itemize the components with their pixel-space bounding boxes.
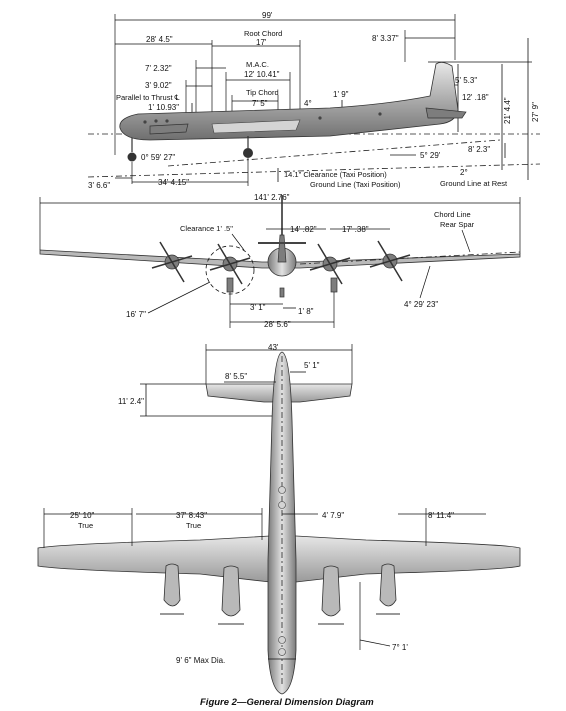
clearance-taxi-label: 14.1" Clearance (Taxi Position) bbox=[284, 170, 387, 179]
tip-chord-label: Tip Chord bbox=[246, 88, 279, 97]
dim-37-8-43: 37' 8.43" bbox=[176, 511, 207, 520]
top-turret-blisters bbox=[278, 486, 286, 656]
dim-7-2-32: 7' 2.32" bbox=[145, 64, 172, 73]
front-engine-4 bbox=[369, 240, 411, 282]
rear-spar-label: Rear Spar bbox=[440, 220, 475, 229]
front-nose-gear bbox=[279, 287, 285, 298]
dim-1-8: 1' 8" bbox=[298, 307, 314, 316]
dim-8-3-37: 8' 3.37" bbox=[372, 34, 399, 43]
mac-value: 12' 10.41" bbox=[244, 70, 280, 79]
dim-12-18: 12' .18" bbox=[462, 93, 489, 102]
angle-0-59-27: 0° 59' 27" bbox=[141, 153, 175, 162]
dim-5-5-3: 5' 5.3" bbox=[455, 76, 477, 85]
dim-21-4-4: 21' 4.4" bbox=[503, 97, 512, 124]
front-right-gear bbox=[330, 277, 338, 293]
angle-4: 4° bbox=[304, 99, 312, 108]
front-engine-3 bbox=[309, 243, 351, 285]
figure-caption: Figure 2—General Dimension Diagram bbox=[200, 697, 374, 708]
dim-11-2-4: 11' 2.4" bbox=[118, 397, 144, 406]
side-window-row bbox=[143, 112, 382, 124]
chord-leader bbox=[461, 229, 471, 253]
clearance-leader bbox=[231, 233, 245, 251]
dim-8-5-5: 8' 5.5" bbox=[225, 372, 247, 381]
side-wing-root bbox=[211, 119, 301, 134]
dim-28-4-5: 28' 4.5" bbox=[146, 35, 173, 44]
dim-8-2-3: 8' 2.3" bbox=[468, 145, 490, 154]
tread-text: 28' 5.6" bbox=[264, 320, 291, 329]
front-engine-1 bbox=[151, 241, 193, 283]
true-label-1: True bbox=[78, 521, 93, 530]
dim-8-11-4: 8' 11.4" bbox=[428, 511, 454, 520]
dim-1-9: 1' 9" bbox=[333, 90, 349, 99]
root-chord-label: Root Chord bbox=[244, 29, 282, 38]
dim-1-10-93: 1' 10.93" bbox=[148, 103, 179, 112]
top-nacelle-2 bbox=[221, 565, 241, 617]
front-engine-2 bbox=[209, 243, 251, 285]
dihedral-leader bbox=[419, 265, 431, 299]
front-fin bbox=[277, 234, 287, 263]
ground-taxi-label: Ground Line (Taxi Position) bbox=[310, 180, 401, 189]
mac-label: M.A.C. bbox=[246, 60, 269, 69]
taxi-ground-line bbox=[167, 139, 501, 167]
top-nacelle-3 bbox=[321, 565, 341, 617]
span-text: 141' 2.76" bbox=[254, 193, 290, 202]
top-nacelle-4 bbox=[379, 563, 397, 607]
nose-wheel bbox=[127, 152, 137, 162]
dim-14-82: 14' .82" bbox=[290, 225, 317, 234]
side-horizontal-stabilizer bbox=[425, 107, 467, 119]
dim-17-38: 17' .38" bbox=[342, 225, 369, 234]
clearance-label: Clearance 1' .5" bbox=[180, 224, 233, 233]
root-chord-value: 17' bbox=[256, 38, 267, 47]
top-prop-lines bbox=[160, 613, 400, 625]
dim-3-6-6: 3' 6.6" bbox=[88, 181, 110, 190]
dim-3-1: 3' 1" bbox=[250, 303, 266, 312]
dim-3-9-02: 3' 9.02" bbox=[145, 81, 172, 90]
top-fuselage bbox=[267, 351, 297, 695]
dim-25-10: 25' 10" bbox=[70, 511, 95, 520]
angle-5-29: 5° 29' bbox=[420, 151, 441, 160]
parallel-thrust-label: Parallel to Thrust ℄ bbox=[116, 93, 181, 102]
front-left-gear bbox=[226, 277, 234, 293]
tip-chord-value: 7' 5" bbox=[252, 99, 268, 108]
dihedral-text: 4° 29' 23" bbox=[404, 300, 438, 309]
overall-length-text: 99' bbox=[262, 11, 273, 20]
rest-ground-line bbox=[87, 163, 541, 178]
max-dia-text: 9' 6" Max Dia. bbox=[176, 656, 225, 665]
tail-span-text: 43' bbox=[268, 343, 279, 352]
chord-line-label: Chord Line bbox=[434, 210, 471, 219]
dim-5-1: 5' 1" bbox=[304, 361, 320, 370]
front-view: 141' 2.76" bbox=[39, 193, 521, 329]
dim-4-7-9: 4' 7.9" bbox=[322, 511, 344, 520]
side-fuselage bbox=[119, 62, 459, 141]
dim-34-4-15: 34' 4.15" bbox=[158, 178, 189, 187]
angle-7-1-leader bbox=[359, 639, 391, 647]
angle-7-1: 7° 1' bbox=[392, 643, 408, 652]
prop-dia-leader bbox=[147, 281, 211, 314]
top-nacelle-1 bbox=[163, 563, 181, 607]
side-engine-nacelle bbox=[149, 123, 189, 135]
side-view: 99' Root Chord 17' 28' 4.5" M.A.C. 12' 1… bbox=[87, 11, 541, 190]
chord-line bbox=[299, 251, 521, 265]
angle-2: 2° bbox=[460, 168, 468, 177]
main-wheel bbox=[243, 148, 253, 158]
dim-27-9: 27' 9" bbox=[531, 102, 540, 122]
true-label-2: True bbox=[186, 521, 201, 530]
top-view: 43' 8' 5.5" 5' 1" bbox=[37, 343, 521, 695]
prop-dia-text: 16' 7" bbox=[126, 310, 146, 319]
ground-rest-label: Ground Line at Rest bbox=[440, 179, 508, 188]
